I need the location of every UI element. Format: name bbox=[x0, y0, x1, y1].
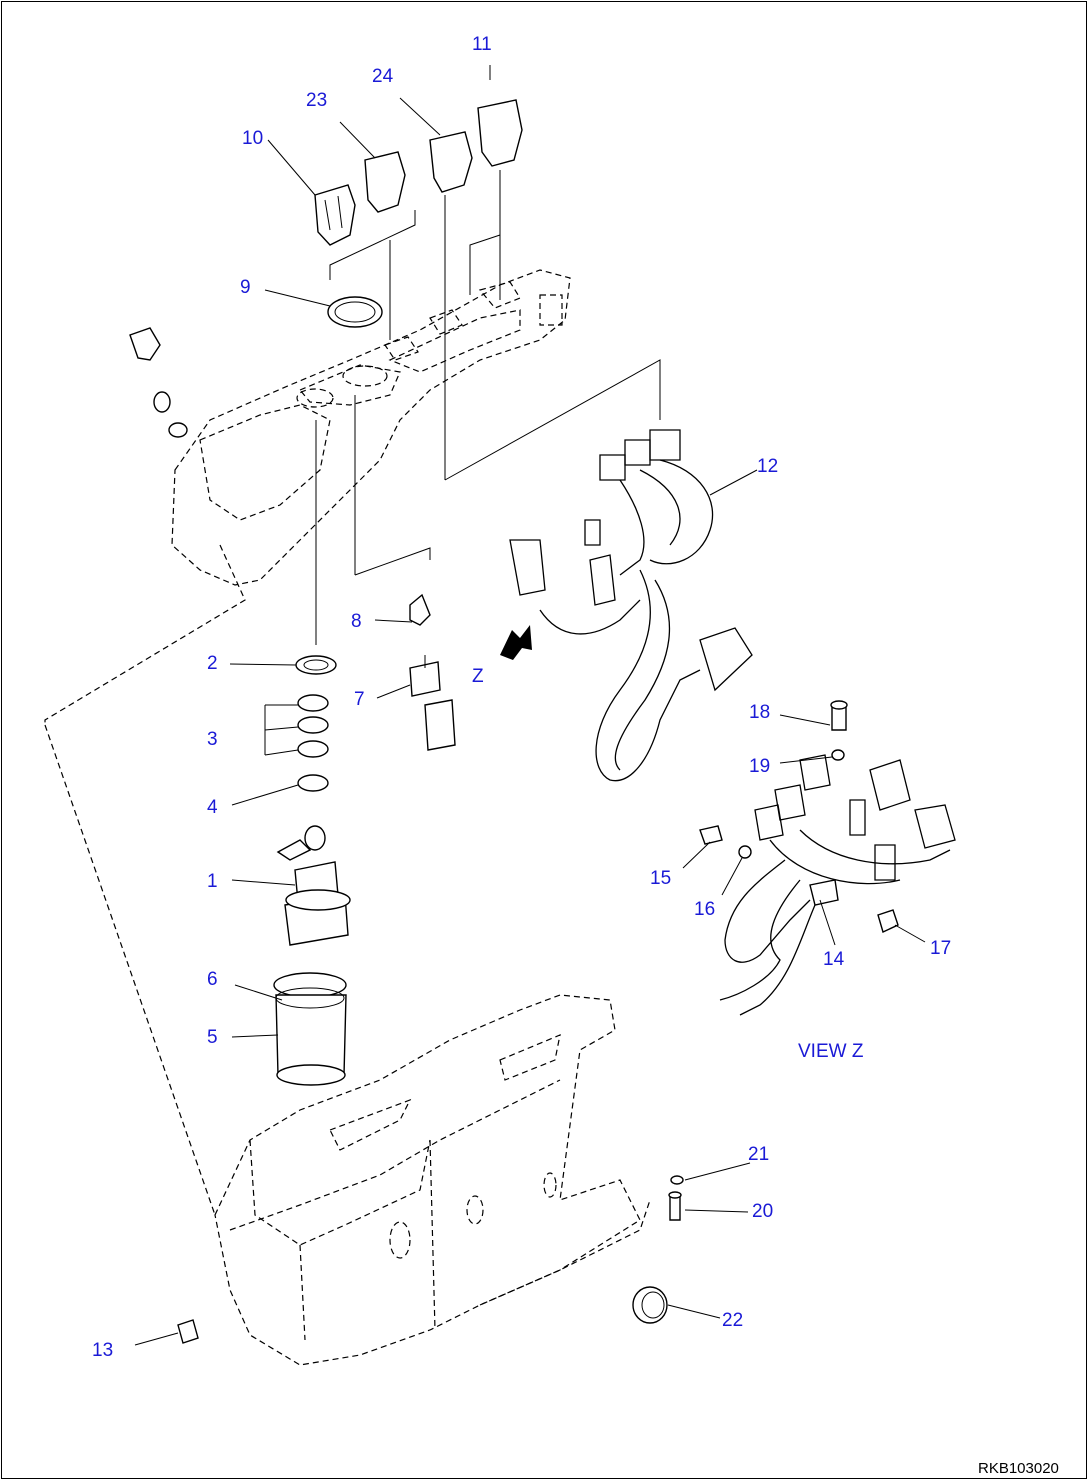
callout-10: 10 bbox=[242, 128, 263, 149]
washer-21 bbox=[670, 1175, 684, 1185]
harness-14 bbox=[719, 754, 956, 1016]
callout-12: 12 bbox=[757, 456, 778, 477]
switch-24 bbox=[429, 131, 473, 193]
callout-19: 19 bbox=[749, 756, 770, 777]
callout-20: 20 bbox=[752, 1201, 773, 1222]
bolt-18 bbox=[830, 700, 848, 731]
callout-22: 22 bbox=[722, 1310, 743, 1331]
switch-10 bbox=[314, 184, 356, 246]
assembly-lines bbox=[315, 65, 661, 645]
key-switch-1 bbox=[276, 825, 351, 946]
callout-14: 14 bbox=[823, 949, 845, 970]
bolt-20 bbox=[668, 1191, 682, 1221]
washers bbox=[295, 655, 337, 792]
cap-22 bbox=[632, 1286, 668, 1324]
bulb-part bbox=[129, 327, 188, 438]
leader-lines bbox=[134, 97, 926, 1346]
callout-13: 13 bbox=[92, 1340, 113, 1361]
bolt-15 bbox=[699, 825, 723, 845]
callout-23: 23 bbox=[306, 90, 327, 111]
callout-6: 6 bbox=[207, 969, 218, 990]
part-7 bbox=[409, 655, 456, 751]
callout-24: 24 bbox=[372, 66, 394, 87]
part-8 bbox=[409, 593, 431, 626]
upper-console bbox=[44, 269, 571, 725]
callout-labels: 11 24 23 10 9 12 8 2 7 Z 3 4 1 6 5 18 19… bbox=[92, 34, 951, 1361]
callout-21: 21 bbox=[748, 1144, 769, 1165]
switch-23 bbox=[364, 151, 406, 213]
callout-17: 17 bbox=[930, 938, 951, 959]
callout-18: 18 bbox=[749, 702, 770, 723]
callout-15: 15 bbox=[650, 868, 671, 889]
callout-9: 9 bbox=[240, 277, 251, 298]
view-letter-z: Z bbox=[472, 666, 484, 687]
view-arrow bbox=[500, 625, 532, 660]
callout-8: 8 bbox=[351, 611, 362, 632]
switch-11 bbox=[477, 99, 523, 167]
washer-19 bbox=[831, 749, 845, 761]
callout-3: 3 bbox=[207, 729, 218, 750]
sleeve-5-6 bbox=[273, 972, 347, 1086]
lower-console bbox=[44, 724, 651, 1366]
callout-11: 11 bbox=[472, 34, 492, 55]
washer-16 bbox=[738, 845, 752, 859]
cap-9 bbox=[327, 296, 383, 328]
harness-12 bbox=[509, 429, 753, 782]
clip-13 bbox=[177, 1319, 199, 1344]
callout-5: 5 bbox=[207, 1027, 218, 1048]
nut-17 bbox=[877, 909, 899, 933]
callout-2: 2 bbox=[207, 653, 218, 674]
callout-1: 1 bbox=[207, 871, 218, 892]
drawing-code: RKB103020 bbox=[978, 1460, 1059, 1477]
callout-4: 4 bbox=[207, 797, 218, 818]
callout-7: 7 bbox=[354, 689, 365, 710]
callout-16: 16 bbox=[694, 899, 715, 920]
view-z-label: VIEW Z bbox=[798, 1041, 864, 1062]
